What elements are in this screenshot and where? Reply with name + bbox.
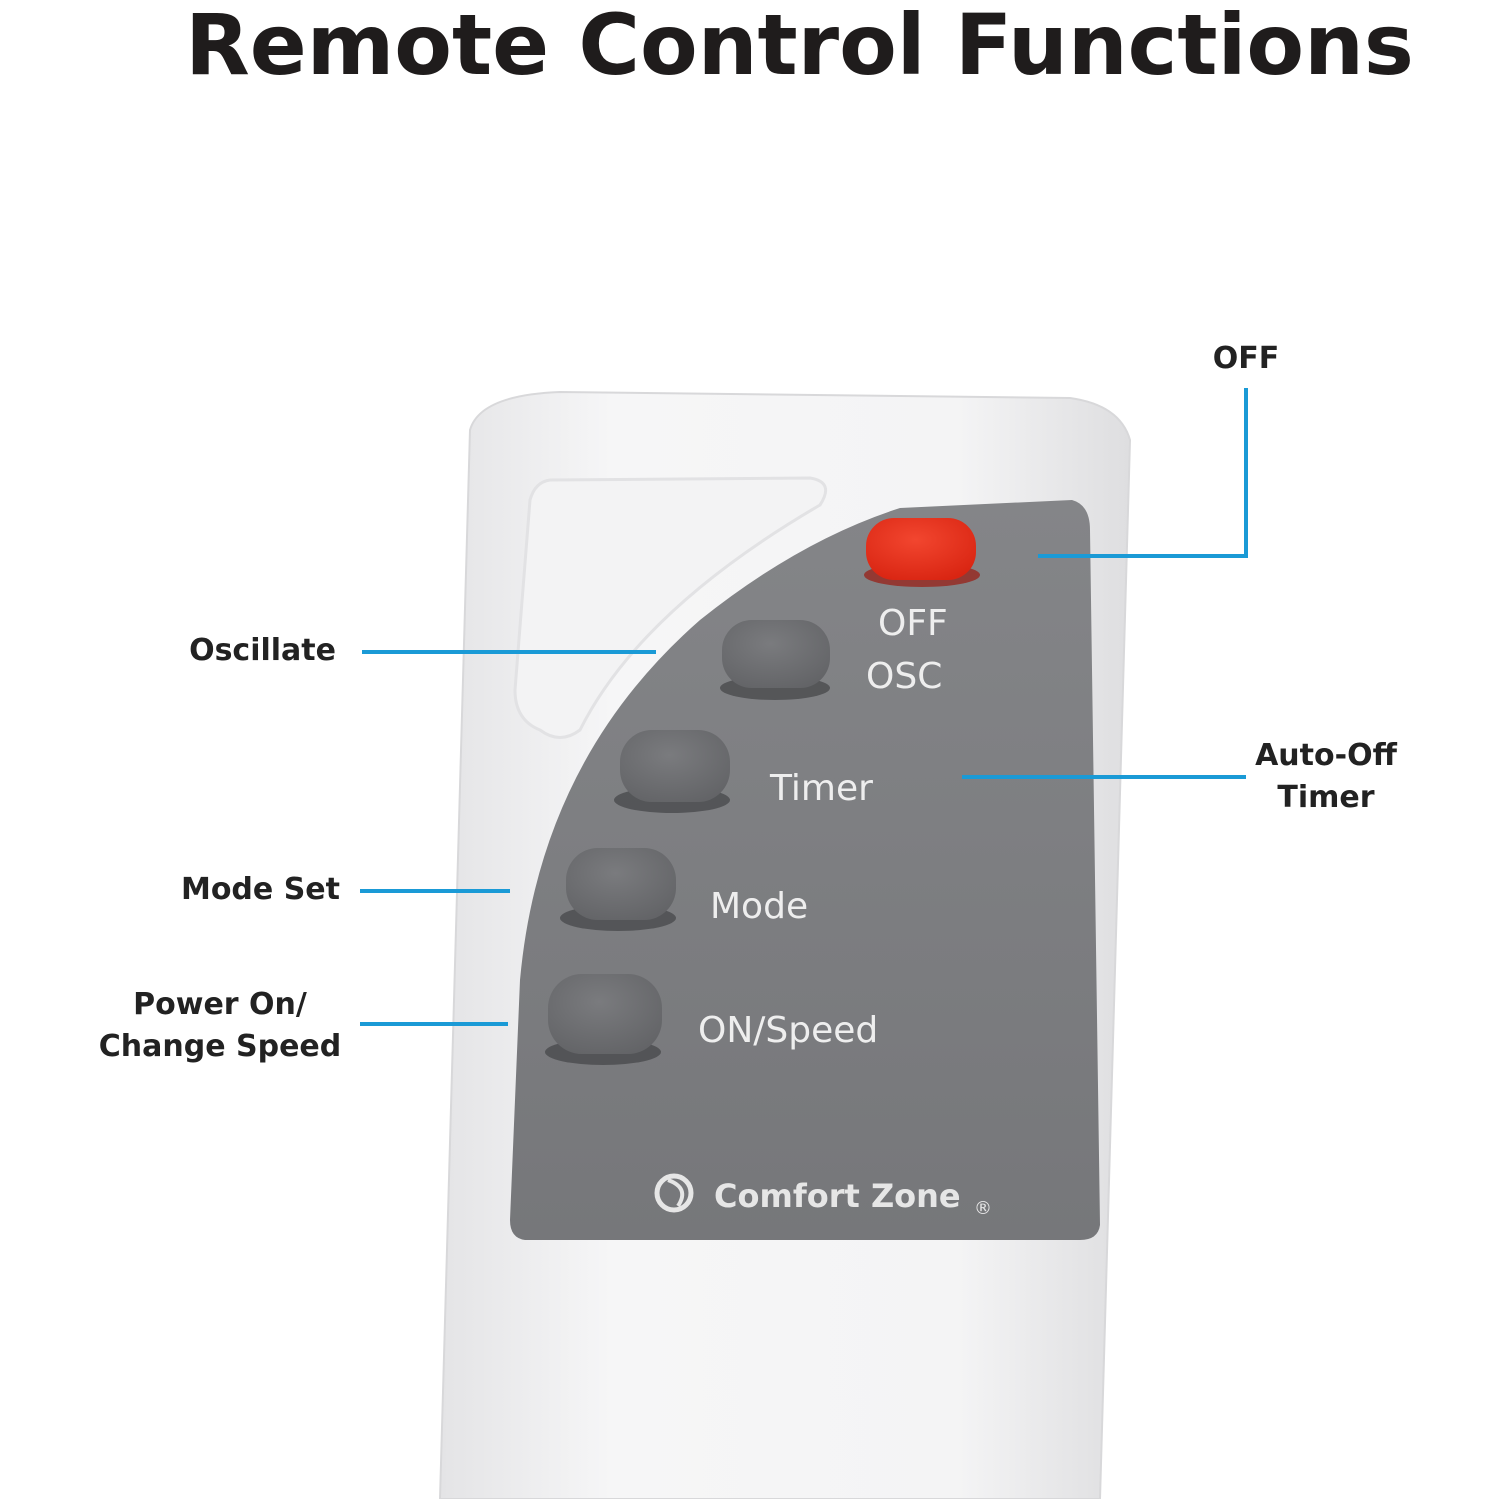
remote-recess (513, 476, 828, 739)
callout-mode-set: Mode Set (180, 872, 340, 907)
callout-oscillate: Oscillate (189, 633, 336, 668)
off-button[interactable] (864, 518, 980, 587)
leader-off (1038, 388, 1248, 558)
brand-logo: Comfort Zone ® (654, 1173, 992, 1219)
page-title: Remote Control Functions (185, 0, 1414, 94)
timer-button[interactable] (614, 730, 730, 813)
callout-power-line2: Change Speed (98, 1029, 342, 1064)
callout-power-line1: Power On/ (133, 987, 307, 1022)
brand-swirl-icon (654, 1173, 694, 1213)
leader-lines (360, 388, 1248, 1026)
callout-auto-off: Auto-Off Timer (1236, 735, 1416, 819)
osc-label: OSC (866, 656, 942, 697)
brand-name: Comfort Zone (714, 1177, 961, 1215)
speed-button[interactable] (545, 974, 662, 1065)
timer-label: Timer (769, 768, 873, 809)
mode-label: Mode (710, 886, 808, 927)
brand-registered: ® (974, 1198, 992, 1219)
off-label: OFF (878, 603, 948, 644)
callout-off: OFF (1212, 341, 1280, 376)
osc-button[interactable] (720, 620, 830, 700)
callout-auto-off-line1: Auto-Off (1255, 738, 1397, 773)
callout-auto-off-line2: Timer (1277, 780, 1375, 815)
mode-button[interactable] (560, 848, 676, 931)
callout-power: Power On/ Change Speed (96, 984, 344, 1068)
speed-label: ON/Speed (698, 1010, 878, 1051)
